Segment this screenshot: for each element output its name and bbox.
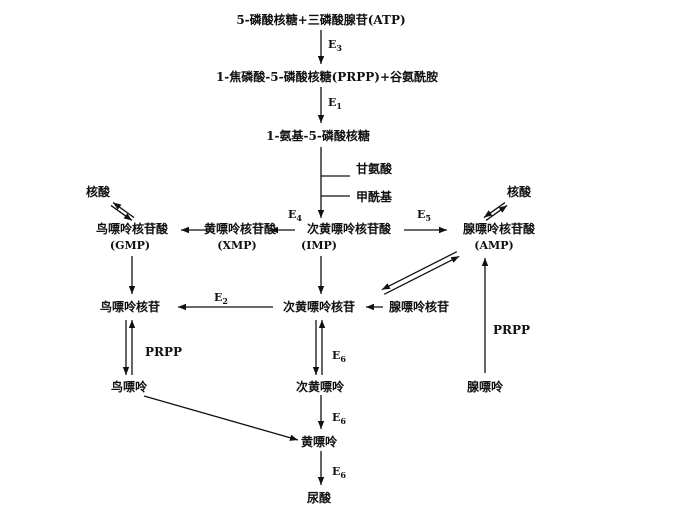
node-formyl: 甲酰基 (356, 190, 393, 204)
node-imp: 次黄嘌呤核苷酸 (306, 222, 392, 236)
gmp-nucleic-acid-forward-arrow-head (123, 213, 132, 221)
node-xmp: 黄嘌呤核苷酸 (203, 222, 277, 236)
enzyme-e3-label: E3 (328, 38, 342, 54)
enzyme-e6-hypoxanthine-label: E6 (332, 349, 346, 365)
node-xanthine: 黄嘌呤 (300, 435, 338, 449)
imp-to-amp-arrow-head (439, 226, 447, 234)
enzyme-e2-label: E2 (214, 291, 228, 307)
node-nucleic-acid-left: 核酸 (85, 185, 111, 199)
enzyme-e5-label: E5 (417, 208, 431, 224)
node-gmp: 鸟嘌呤核苷酸 (95, 222, 169, 236)
gmp-nucleic-acid-reverse-arrow-head (113, 202, 122, 210)
node-uric-acid: 尿酸 (306, 491, 332, 505)
xmp-to-gmp-arrow-head (181, 226, 189, 234)
enzyme-e1-label: E1 (328, 96, 342, 112)
r5p-to-prpp-arrow-head (317, 56, 325, 64)
xanthine-to-uric-acid-arrow-head (317, 477, 325, 485)
node-adenosine: 腺嘌呤核苷 (388, 300, 450, 314)
gmp-to-guanosine-arrow-head (128, 286, 136, 294)
adenosine-amp-forward-arrow (383, 255, 460, 295)
imp-to-inosine-arrow-head (317, 286, 325, 294)
prpp-label-left: PRPP (145, 345, 183, 359)
node-xmp-abbr: (XMP) (217, 239, 257, 252)
enzyme-e6-xanthine-label: E6 (332, 411, 346, 427)
prpp-to-pra-arrow-head (317, 115, 325, 123)
node-pra: 1-氨基-5-磷酸核糖 (266, 129, 370, 143)
enzyme-e6-uric-acid-label: E6 (332, 465, 346, 481)
node-imp-abbr: (IMP) (300, 239, 338, 252)
inosine-hypoxanthine-reverse-arrow-head (318, 320, 326, 328)
node-gmp-abbr: (GMP) (109, 239, 151, 252)
node-adenine: 腺嘌呤 (466, 380, 504, 394)
inosine-hypoxanthine-forward-arrow-head (312, 367, 320, 375)
adenosine-amp-reverse-arrow-head (381, 283, 391, 290)
node-amp-abbr: (AMP) (474, 239, 514, 252)
adenosine-amp-reverse-arrow (381, 251, 458, 291)
amp-nucleic-acid-reverse-arrow-head (498, 205, 508, 213)
guanine-to-xanthine-arrow (143, 395, 299, 441)
inosine-to-guanosine-arrow-head (178, 303, 186, 311)
guanosine-guanine-reverse-arrow-head (128, 320, 136, 328)
node-inosine: 次黄嘌呤核苷 (282, 300, 356, 314)
prpp-label-right: PRPP (493, 323, 531, 337)
node-nucleic-acid-right: 核酸 (506, 185, 532, 199)
node-amp: 腺嘌呤核苷酸 (462, 222, 536, 236)
imp-to-xmp-arrow-head (270, 226, 278, 234)
node-prpp-glutamine: 1-焦磷酸-5-磷酸核糖(PRPP)+谷氨酰胺 (215, 70, 439, 84)
adenine-to-amp-arrow-head (481, 258, 489, 266)
node-r5p-atp: 5-磷酸核糖+三磷酸腺苷(ATP) (236, 13, 406, 27)
enzyme-e4-label: E4 (288, 208, 302, 224)
node-hypoxanthine: 次黄嘌呤 (295, 380, 345, 394)
guanosine-guanine-forward-arrow-head (122, 367, 130, 375)
node-guanosine: 鸟嘌呤核苷 (99, 300, 161, 314)
adenosine-to-inosine-arrow-head (366, 303, 374, 311)
amp-nucleic-acid-forward-arrow-head (483, 210, 493, 218)
pra-to-imp-arrow-head (317, 210, 325, 218)
guanine-to-xanthine-arrow-head (289, 434, 298, 441)
hypoxanthine-to-xanthine-arrow-head (317, 421, 325, 429)
node-glycine: 甘氨酸 (356, 162, 393, 176)
node-guanine: 鸟嘌呤 (110, 380, 148, 394)
adenosine-amp-forward-arrow-head (450, 256, 460, 263)
